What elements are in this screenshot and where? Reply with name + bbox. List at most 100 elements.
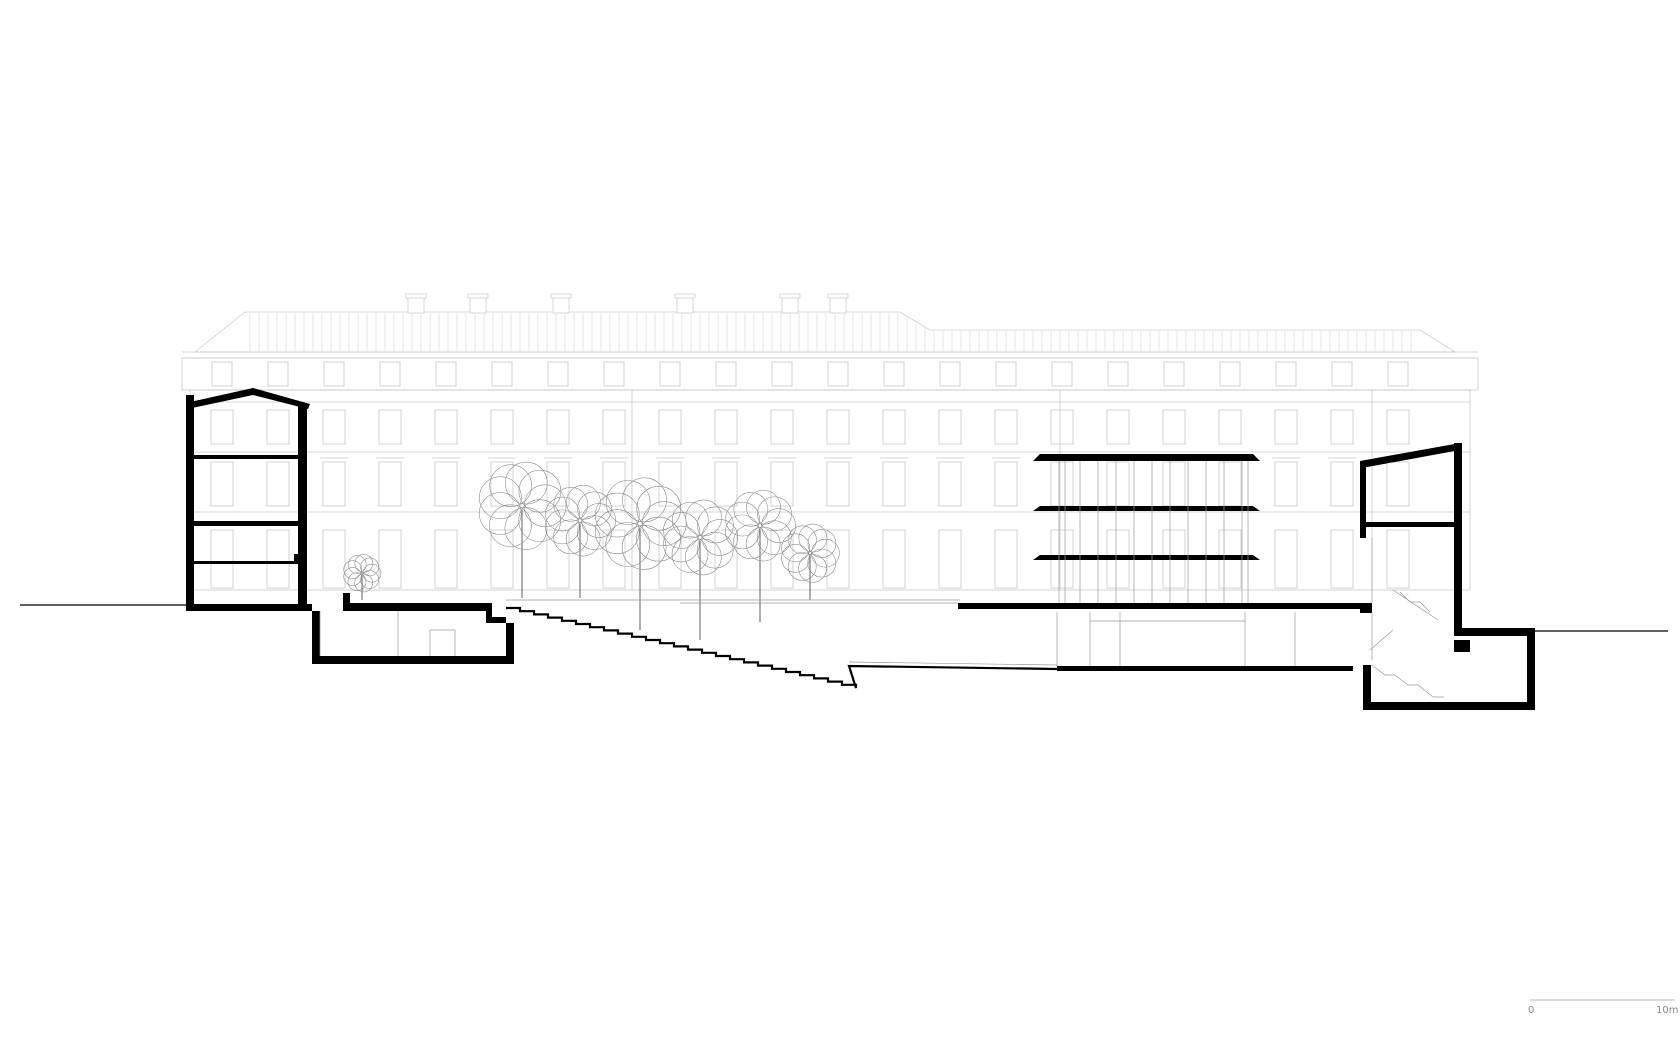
terraced-steps — [506, 599, 1058, 689]
window — [434, 409, 458, 445]
tree-canopy — [697, 506, 734, 544]
tree-canopy — [595, 492, 640, 538]
window — [826, 409, 850, 445]
window — [882, 409, 906, 445]
window — [490, 529, 514, 589]
chimney-cap — [467, 293, 489, 299]
tree-canopy — [518, 469, 562, 513]
tree-canopy — [725, 514, 760, 550]
window — [714, 529, 738, 589]
scale-bar: 0 10m — [1528, 999, 1678, 1016]
tree-canopy — [761, 508, 797, 543]
tree-canopy — [343, 560, 363, 580]
window — [1274, 461, 1298, 507]
window — [322, 461, 346, 507]
window — [1218, 409, 1242, 445]
dormer-window — [491, 361, 513, 387]
tree-canopy — [807, 529, 837, 558]
chimney — [676, 296, 694, 314]
dormer-window — [939, 361, 961, 387]
tree-canopy — [641, 501, 687, 546]
window — [1218, 461, 1242, 507]
tree-canopy — [347, 555, 367, 574]
window — [378, 461, 402, 507]
window — [658, 461, 682, 507]
tree-canopy — [343, 567, 362, 586]
tree-canopy — [725, 501, 760, 537]
tree-canopy — [787, 552, 817, 581]
window — [322, 529, 346, 589]
tree-canopy — [733, 492, 769, 527]
tree-canopy — [622, 477, 667, 523]
dormer-window — [827, 361, 849, 387]
window — [1386, 461, 1410, 507]
tree-canopy — [701, 519, 739, 556]
chimney — [829, 296, 847, 314]
tree-canopy — [566, 484, 601, 520]
tree-canopy — [489, 504, 532, 548]
window — [714, 461, 738, 507]
basement-level — [680, 602, 1368, 671]
tree-canopy — [636, 486, 682, 531]
window — [546, 529, 570, 589]
tree-canopy — [553, 487, 589, 522]
dormer-window — [323, 361, 345, 387]
window — [210, 409, 234, 445]
dormer-window — [547, 361, 569, 387]
dormer-window — [211, 361, 233, 387]
dormer-window — [883, 361, 905, 387]
tree-canopy — [504, 507, 548, 550]
window — [1274, 409, 1298, 445]
window — [378, 529, 402, 589]
window — [938, 461, 962, 507]
window — [938, 529, 962, 589]
background-facade-elevation — [181, 293, 1479, 591]
dormer-window — [267, 361, 289, 387]
window — [1050, 409, 1074, 445]
window — [546, 409, 570, 445]
scale-bar-end-label: 10m — [1656, 1005, 1678, 1016]
window — [266, 461, 290, 507]
dormer-window — [1219, 361, 1241, 387]
dormer-window — [435, 361, 457, 387]
facade-windows — [208, 361, 1412, 589]
tree-canopy — [545, 496, 580, 532]
chimney-cap — [550, 293, 572, 299]
window — [770, 461, 794, 507]
tree-canopy — [811, 538, 840, 568]
dormer-window — [1275, 361, 1297, 387]
dormer-window — [603, 361, 625, 387]
window — [546, 461, 570, 507]
window — [602, 461, 626, 507]
tree-canopy — [671, 536, 709, 573]
window — [434, 461, 458, 507]
window — [1386, 409, 1410, 445]
tree-canopy — [545, 509, 580, 545]
tree-canopy — [577, 491, 612, 527]
window — [658, 409, 682, 445]
window — [714, 409, 738, 445]
window — [602, 409, 626, 445]
window — [994, 461, 1018, 507]
tree-canopy — [347, 572, 367, 592]
window — [266, 409, 290, 445]
tree-canopy — [360, 557, 379, 577]
window — [770, 409, 794, 445]
chimney-cap — [674, 293, 696, 299]
dormer-window — [1107, 361, 1129, 387]
tree-canopy — [605, 480, 651, 525]
dormer-window — [1051, 361, 1073, 387]
dormer-window — [715, 361, 737, 387]
window — [826, 461, 850, 507]
section-cut — [20, 388, 1668, 710]
window — [882, 529, 906, 589]
dormer-window — [1331, 361, 1353, 387]
tree-canopy — [685, 499, 722, 537]
window — [658, 529, 682, 589]
window — [1330, 461, 1354, 507]
tree-canopy — [553, 519, 588, 555]
window — [1274, 529, 1298, 589]
dormer-window — [995, 361, 1017, 387]
window — [210, 461, 234, 507]
tree-canopy — [663, 525, 700, 563]
